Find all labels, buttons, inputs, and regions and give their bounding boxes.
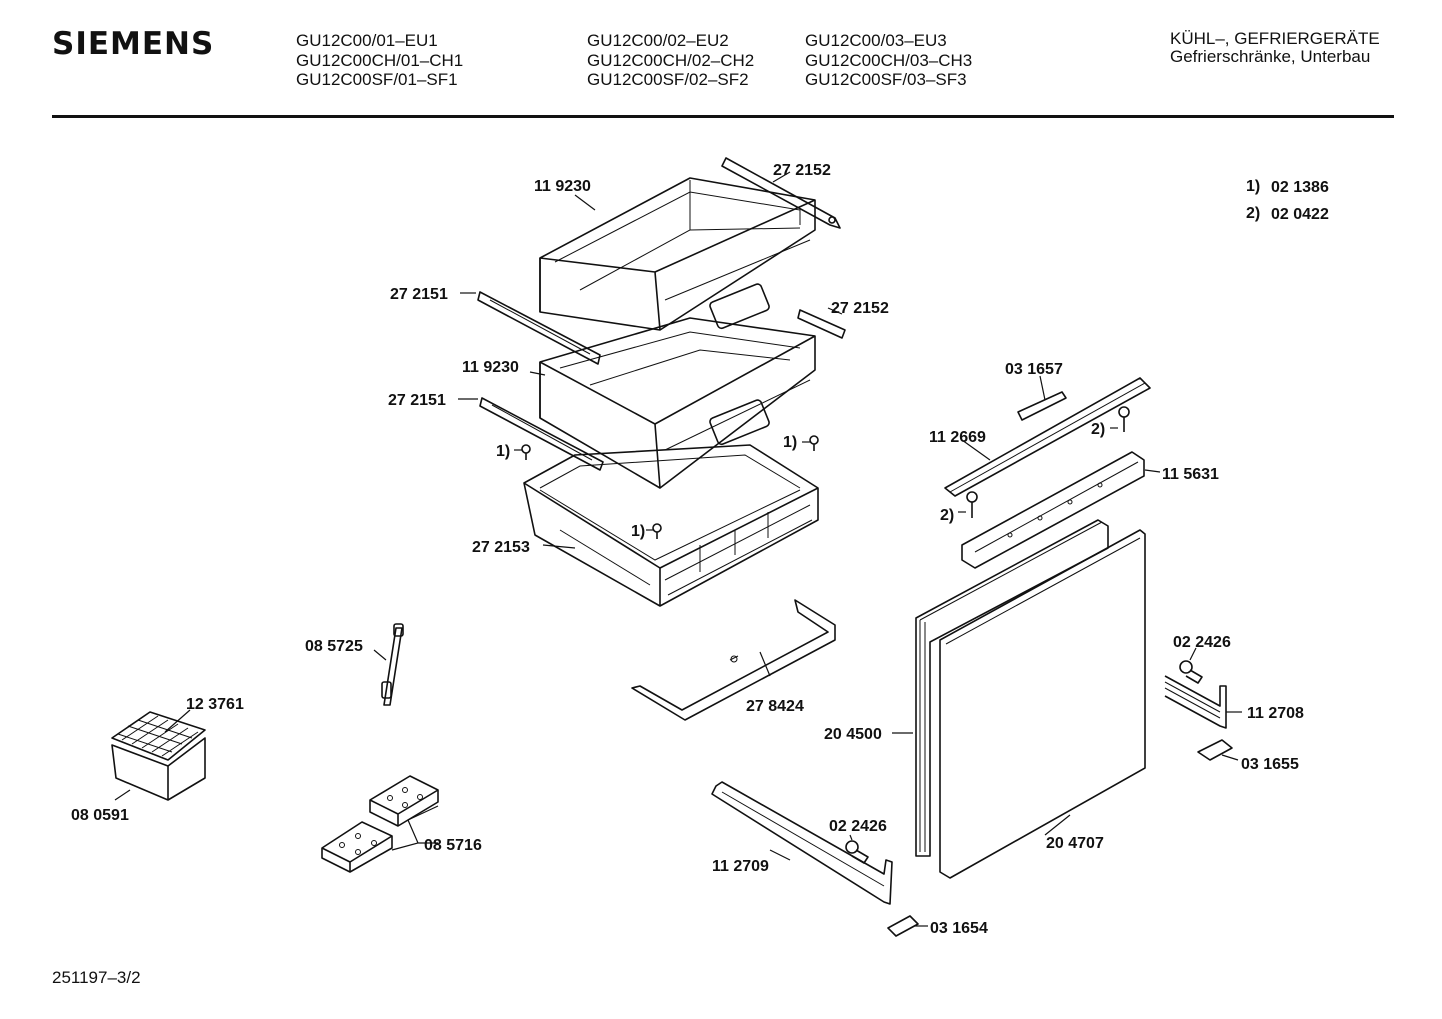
label-strip-top: 03 1657 [1005, 361, 1063, 378]
label-hinge-right: 11 2708 [1247, 705, 1304, 722]
hinge-bar [944, 377, 1151, 497]
brand-logo: SIEMENS [52, 26, 215, 62]
label-hinge-bar: 11 2669 [929, 429, 986, 446]
hinge-right [1164, 675, 1227, 729]
label-rail-mid-right: 27 2152 [831, 300, 889, 317]
model-number: GU12C00CH/02–CH2 [587, 50, 755, 70]
rail-top-left [477, 291, 601, 365]
label-drawer-bottom: 27 2153 [472, 539, 530, 556]
ice-box [111, 737, 206, 801]
cold-pack-upper [369, 775, 439, 827]
model-column-3: GU12C00/03–EU3 GU12C00CH/03–CH3 GU12C00S… [805, 31, 972, 90]
label-hinge-rail: 11 5631 [1162, 466, 1219, 483]
label-rail-top-left: 27 2151 [390, 286, 448, 303]
label-clip-bottom: 03 1654 [930, 920, 988, 937]
model-number: GU12C00CH/01–CH1 [296, 50, 464, 70]
hinge-rail [961, 451, 1145, 569]
label-screw-ref: 2) [1091, 421, 1105, 438]
model-column-2: GU12C00/02–EU2 GU12C00CH/02–CH2 GU12C00S… [587, 31, 754, 90]
model-column-1: GU12C00/01–EU1 GU12C00CH/01–CH1 GU12C00S… [296, 31, 463, 90]
drawer-middle [539, 317, 816, 489]
label-tube: 08 5725 [305, 638, 363, 655]
label-drawer-top: 11 9230 [534, 178, 591, 195]
model-number: GU12C00SF/03–SF3 [805, 70, 967, 89]
model-number: GU12C00SF/02–SF2 [587, 70, 749, 89]
category-subtitle: Gefrierschränke, Unterbau [1170, 47, 1371, 66]
label-screw-ref: 2) [940, 507, 954, 524]
label-drawer-mid: 11 9230 [462, 359, 519, 376]
label-ice-box: 08 0591 [71, 807, 129, 824]
drawer-bottom [523, 444, 819, 607]
rail-mid-right [797, 309, 846, 339]
model-number: GU12C00/03–EU3 [805, 31, 947, 50]
category-block: KÜHL–, GEFRIERGERÄTE Gefrierschränke, Un… [1170, 30, 1380, 66]
rail-top-right [721, 157, 841, 229]
document-id: 251197–3/2 [52, 968, 141, 987]
label-screw-ref: 1) [783, 434, 797, 451]
label-ice-tray: 12 3761 [186, 696, 244, 713]
header-divider [52, 115, 1394, 118]
bottom-bar [711, 781, 893, 905]
note-marker: 1) [1246, 178, 1260, 195]
cold-pack-lower [321, 821, 393, 873]
note-marker: 2) [1246, 205, 1260, 222]
label-rail-mid-left: 27 2151 [388, 392, 446, 409]
screw-icon [1179, 660, 1203, 684]
note-part: 02 0422 [1271, 206, 1329, 223]
model-number: GU12C00CH/03–CH3 [805, 50, 973, 70]
label-rail-top-right: 27 2152 [773, 162, 831, 179]
screw-icon [521, 435, 819, 539]
model-number: GU12C00SF/01–SF1 [296, 70, 458, 89]
rail-mid-left [479, 397, 604, 471]
label-screw-bottom: 02 2426 [829, 818, 887, 835]
label-bracket: 27 8424 [746, 698, 804, 715]
door-panel [939, 529, 1146, 879]
strip-top [1017, 391, 1067, 421]
note-part: 02 1386 [1271, 179, 1329, 196]
leader-lines [114, 171, 1242, 927]
label-door-gasket: 20 4500 [824, 726, 882, 743]
door-gasket [915, 519, 1109, 857]
label-screw-ref: 1) [631, 523, 645, 540]
label-door-panel: 20 4707 [1046, 835, 1104, 852]
label-screw-right: 02 2426 [1173, 634, 1231, 651]
model-number: GU12C00/01–EU1 [296, 31, 438, 50]
ice-tray [111, 711, 206, 761]
bracket-part [631, 599, 836, 721]
label-cold-packs: 08 5716 [424, 837, 482, 854]
clip-bottom [887, 915, 919, 937]
label-bottom-bar: 11 2709 [712, 858, 769, 875]
category-title: KÜHL–, GEFRIERGERÄTE [1170, 29, 1380, 48]
footnote-legend: 1) 02 1386 2) 02 0422 [1246, 178, 1329, 223]
model-number: GU12C00/02–EU2 [587, 31, 729, 50]
label-clip-right: 03 1655 [1241, 756, 1299, 773]
clip-right [1197, 739, 1233, 761]
screw-icon [845, 840, 869, 864]
screw-icon [966, 406, 1130, 518]
tube-part [381, 623, 404, 706]
label-screw-ref: 1) [496, 443, 510, 460]
drawer-top [539, 177, 816, 331]
